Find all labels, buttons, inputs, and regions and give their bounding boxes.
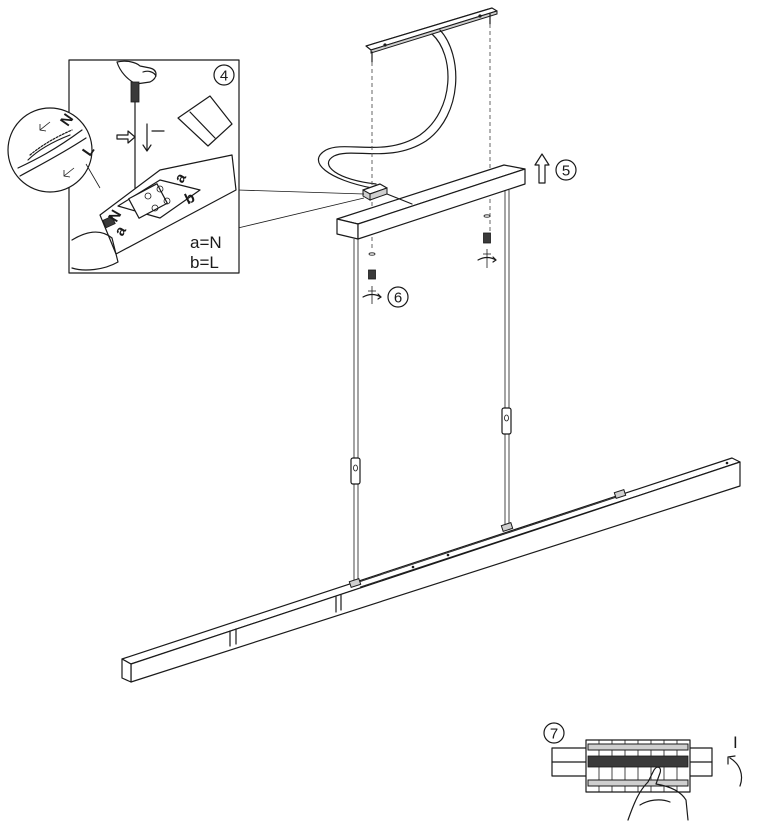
leader-line-top — [237, 189, 365, 195]
suspension-wire-left — [350, 239, 361, 585]
suspension-wire-right — [501, 190, 512, 528]
legend-a-equals-n: a=N — [190, 233, 222, 252]
circuit-breaker-panel — [551, 739, 713, 821]
flip-up-arrow-icon — [727, 755, 743, 787]
step-7-badge — [543, 722, 565, 744]
step-6-number: 6 — [394, 290, 402, 307]
step-6-badge — [387, 286, 409, 308]
step-5-number: 5 — [562, 163, 570, 180]
wire-detail-magnifier: N L — [7, 107, 101, 193]
led-light-bar — [121, 457, 741, 683]
push-up-arrow-icon — [534, 153, 550, 184]
ceiling-mounting-plate — [365, 7, 498, 63]
step-4-badge — [213, 64, 235, 86]
legend-b-equals-l: b=L — [190, 253, 219, 272]
wiring-detail-inset: a b N a a=N b=L — [68, 59, 240, 274]
switch-on-symbol: I — [733, 733, 738, 752]
power-cable — [318, 29, 457, 189]
step-4-number: 4 — [220, 68, 228, 85]
screw-fixing-left — [362, 252, 382, 304]
screw-fixing-right — [477, 214, 497, 268]
step-5-badge — [555, 159, 577, 181]
driver-housing — [336, 164, 526, 240]
leader-line-bottom — [237, 197, 365, 229]
step-7-number: 7 — [550, 726, 558, 743]
